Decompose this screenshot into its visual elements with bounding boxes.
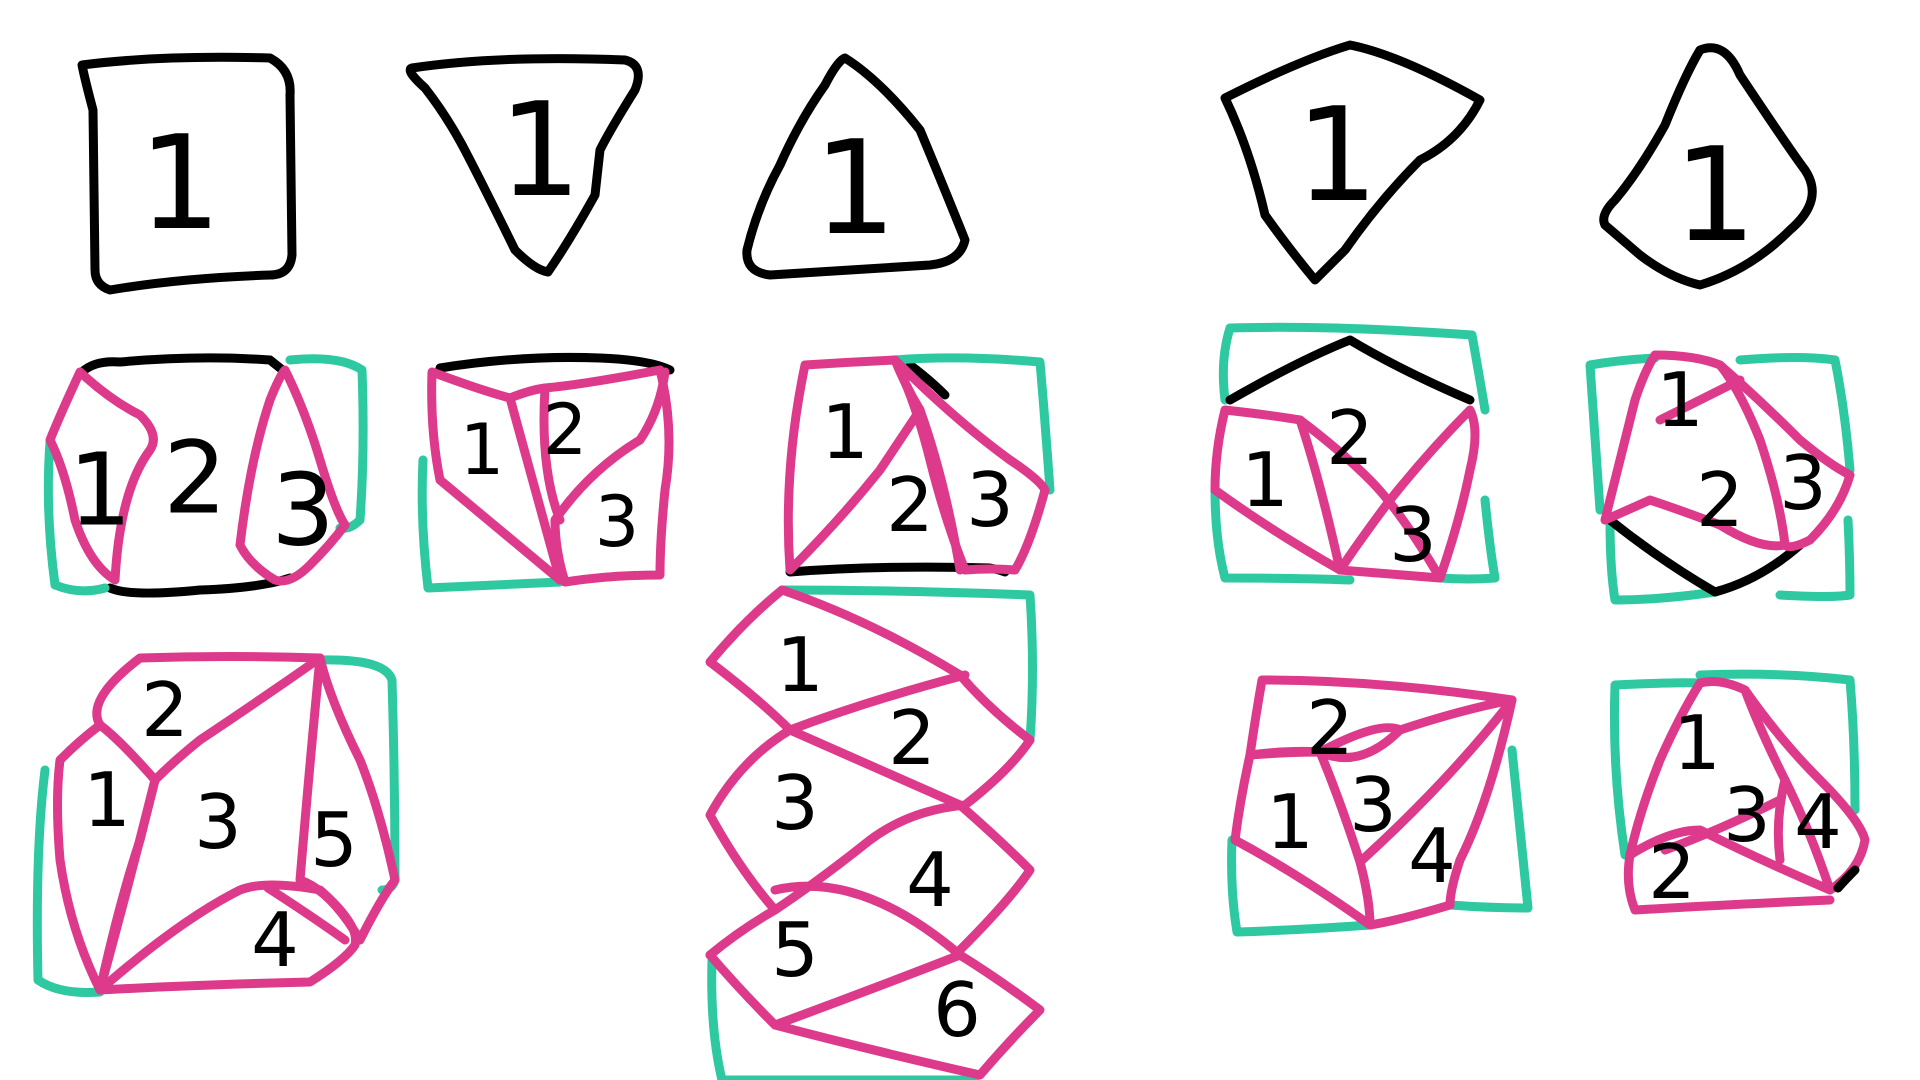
rhombus-fold-4-label-1: 1 xyxy=(1673,699,1721,787)
rhombus-fold-3-label-1: 1 xyxy=(1656,356,1704,444)
down-triangle-fold-3-label-2: 2 xyxy=(543,389,588,471)
rhombus-fold-3-label-3: 3 xyxy=(1779,439,1827,527)
shape-up-triangle: 1 xyxy=(742,53,970,280)
square-fold-5-label-4: 4 xyxy=(251,896,299,984)
up-triangle-fold-3-label-2: 2 xyxy=(886,461,934,549)
down-triangle-fold-3: 1 2 3 xyxy=(417,352,675,593)
rhombus-fold-4: 1 2 3 4 xyxy=(1609,669,1870,916)
rhombus-fold-4-label-2: 2 xyxy=(1648,828,1696,916)
shape-kite: 1 xyxy=(1220,40,1485,285)
shape-up-triangle-label: 1 xyxy=(814,112,897,264)
up-triangle-fold-6-label-6: 6 xyxy=(933,966,981,1054)
down-triangle-fold-3-label-3: 3 xyxy=(595,481,640,563)
down-triangle-fold-3-label-1: 1 xyxy=(460,409,505,491)
up-triangle-fold-6: 1 2 3 4 5 6 xyxy=(705,585,1045,1080)
up-triangle-fold-3-label-3: 3 xyxy=(966,456,1014,544)
kite-fold-4-label-3: 3 xyxy=(1349,761,1397,849)
square-fold-5-label-2: 2 xyxy=(141,666,189,754)
up-triangle-fold-6-label-2: 2 xyxy=(888,694,936,782)
square-fold-3-label-2: 2 xyxy=(163,420,227,537)
up-triangle-fold-6-label-4: 4 xyxy=(906,836,954,924)
shape-rhombus: 1 xyxy=(1599,43,1817,290)
rhombus-fold-4-label-4: 4 xyxy=(1794,778,1842,866)
up-triangle-fold-6-label-3: 3 xyxy=(771,759,819,847)
shape-rhombus-label: 1 xyxy=(1674,119,1757,271)
up-triangle-fold-3: 1 2 3 xyxy=(783,353,1055,577)
square-fold-3: 1 2 3 xyxy=(43,353,368,598)
shape-square-label: 1 xyxy=(139,107,222,259)
shape-kite-label: 1 xyxy=(1296,79,1379,231)
shape-square: 1 xyxy=(77,52,297,295)
kite-fold-4-label-1: 1 xyxy=(1266,778,1314,866)
up-triangle-fold-6-label-1: 1 xyxy=(776,621,824,709)
kite-fold-4-label-4: 4 xyxy=(1408,812,1456,900)
kite-fold-3: 1 2 3 xyxy=(1210,322,1500,585)
square-fold-3-label-1: 1 xyxy=(68,432,132,549)
rhombus-fold-3: 1 2 3 xyxy=(1585,350,1855,605)
up-triangle-fold-3-label-1: 1 xyxy=(821,388,869,476)
shape-down-triangle: 1 xyxy=(405,54,643,277)
kite-fold-3-label-2: 2 xyxy=(1326,394,1374,482)
kite-fold-3-label-1: 1 xyxy=(1241,436,1289,524)
square-fold-5-label-5: 5 xyxy=(310,796,358,884)
rhombus-fold-4-label-3: 3 xyxy=(1723,771,1771,859)
square-fold-5-label-3: 3 xyxy=(194,778,242,866)
rhombus-fold-3-label-2: 2 xyxy=(1696,456,1744,544)
kite-fold-4: 1 2 3 4 xyxy=(1227,675,1533,937)
shape-down-triangle-label: 1 xyxy=(499,74,582,226)
kite-fold-3-label-3: 3 xyxy=(1389,491,1437,579)
square-fold-3-label-3: 3 xyxy=(271,452,335,569)
square-fold-5: 1 2 3 4 5 xyxy=(32,652,400,997)
square-fold-5-label-1: 1 xyxy=(83,756,131,844)
kite-fold-4-label-2: 2 xyxy=(1306,684,1354,772)
up-triangle-fold-6-label-5: 5 xyxy=(771,906,819,994)
